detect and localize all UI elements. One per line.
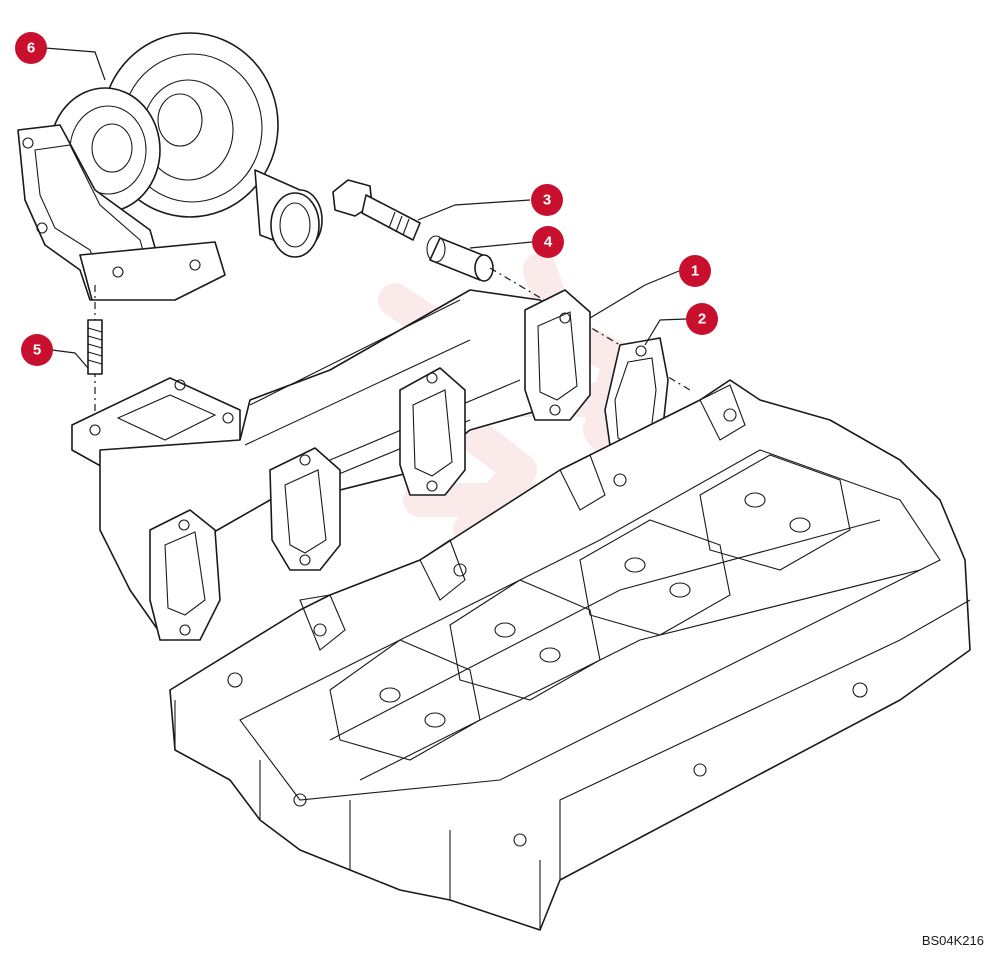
callout-5-label: 5 bbox=[33, 342, 41, 359]
figure-code: BS04K216 bbox=[921, 933, 984, 948]
manifold-bolt[interactable] bbox=[332, 179, 421, 241]
spacer-sleeve[interactable] bbox=[426, 235, 494, 282]
callout-2[interactable]: 2 bbox=[686, 303, 718, 335]
callout-6[interactable]: 6 bbox=[15, 32, 47, 64]
turbo-stud[interactable] bbox=[87, 319, 103, 375]
callout-6-circle bbox=[15, 32, 47, 64]
callout-2-label: 2 bbox=[698, 311, 706, 328]
callout-6-label: 6 bbox=[27, 40, 35, 57]
callout-1-label: 1 bbox=[691, 263, 699, 280]
callout-1[interactable]: 1 bbox=[679, 255, 711, 287]
leader-lines bbox=[44, 47, 687, 369]
exhaust-manifold[interactable] bbox=[71, 289, 591, 641]
callout-2-circle bbox=[686, 303, 718, 335]
callout-3-label: 3 bbox=[543, 192, 551, 209]
callout-1-circle bbox=[679, 255, 711, 287]
turbocharger[interactable] bbox=[17, 32, 323, 301]
callout-5-circle bbox=[21, 334, 53, 366]
callout-4-circle bbox=[532, 226, 564, 258]
callout-4-label: 4 bbox=[544, 234, 553, 251]
callout-4[interactable]: 4 bbox=[532, 226, 564, 258]
callout-3[interactable]: 3 bbox=[531, 184, 563, 216]
callout-5[interactable]: 5 bbox=[21, 334, 53, 366]
cylinder-head bbox=[169, 379, 971, 931]
callout-3-circle bbox=[531, 184, 563, 216]
